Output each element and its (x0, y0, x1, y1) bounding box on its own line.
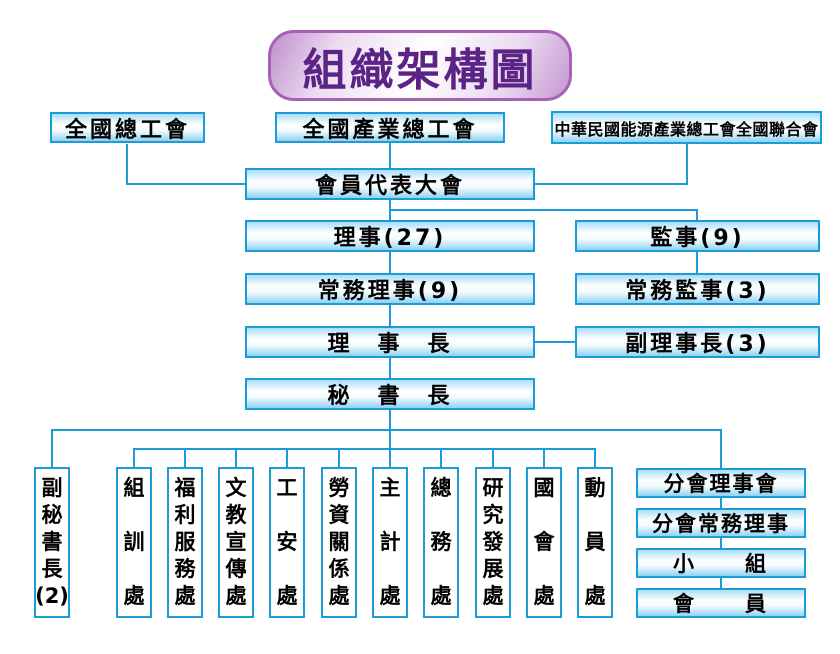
node-standing-directors: 常務理事(9) (245, 273, 535, 305)
connector-line (535, 341, 575, 343)
connector-line (720, 578, 722, 588)
node-branch-members: 會 員 (636, 588, 806, 618)
connector-line (720, 498, 722, 508)
connector-line (286, 448, 288, 467)
connector-line (389, 209, 698, 211)
dept-labor-relations: 勞資關係處 (321, 467, 357, 618)
connector-line (133, 448, 135, 467)
node-branch-board: 分會理事會 (636, 468, 806, 498)
connector-line (720, 429, 722, 468)
connector-line (126, 183, 245, 185)
connector-line (184, 448, 186, 467)
dept-mobilization: 動員處 (577, 467, 613, 618)
node-member-assembly: 會員代表大會 (245, 168, 535, 200)
connector-line (389, 410, 391, 467)
dept-organizing: 組訓處 (116, 467, 152, 618)
dept-industrial-safety: 工安處 (269, 467, 305, 618)
node-supervisors: 監事(9) (575, 220, 820, 252)
connector-line (51, 429, 53, 467)
connector-line (696, 252, 698, 273)
dept-general-affairs: 總務處 (423, 467, 459, 618)
dept-accounting: 主計處 (372, 467, 408, 618)
connector-line (389, 252, 391, 273)
connector-line (235, 448, 237, 467)
connector-line (492, 448, 494, 467)
connector-line (696, 209, 698, 220)
node-industry-union: 全國產業總工會 (275, 112, 505, 143)
dept-deputy-secretary: 副秘書長(2) (34, 467, 70, 618)
node-branch-standing-directors: 分會常務理事 (636, 508, 806, 538)
page-title: 組織架構圖 (268, 30, 572, 101)
connector-line (126, 144, 128, 184)
dept-research-development: 研究發展處 (475, 467, 511, 618)
node-branch-teams: 小 組 (636, 548, 806, 578)
connector-line (720, 538, 722, 548)
connector-line (543, 448, 545, 467)
node-chairman: 理 事 長 (245, 326, 535, 358)
dept-congress: 國會處 (526, 467, 562, 618)
node-standing-supervisors: 常務監事(3) (575, 273, 820, 305)
connector-line (51, 429, 722, 431)
dept-culture-education: 文教宣傳處 (218, 467, 254, 618)
connector-line (440, 448, 442, 467)
connector-line (594, 448, 596, 467)
connector-line (535, 183, 688, 185)
node-energy-federation: 中華民國能源產業總工會全國聯合會 (551, 111, 822, 144)
node-secretary-general: 秘 書 長 (245, 378, 535, 410)
connector-line (338, 448, 340, 467)
node-directors: 理事(27) (245, 220, 535, 252)
connector-line (389, 143, 391, 168)
node-vice-chairmen: 副理事長(3) (575, 326, 820, 358)
connector-line (389, 358, 391, 378)
connector-line (133, 448, 596, 450)
node-national-union: 全國總工會 (50, 112, 205, 143)
connector-line (389, 305, 391, 326)
dept-welfare-services: 福利服務處 (167, 467, 203, 618)
connector-line (686, 144, 688, 185)
